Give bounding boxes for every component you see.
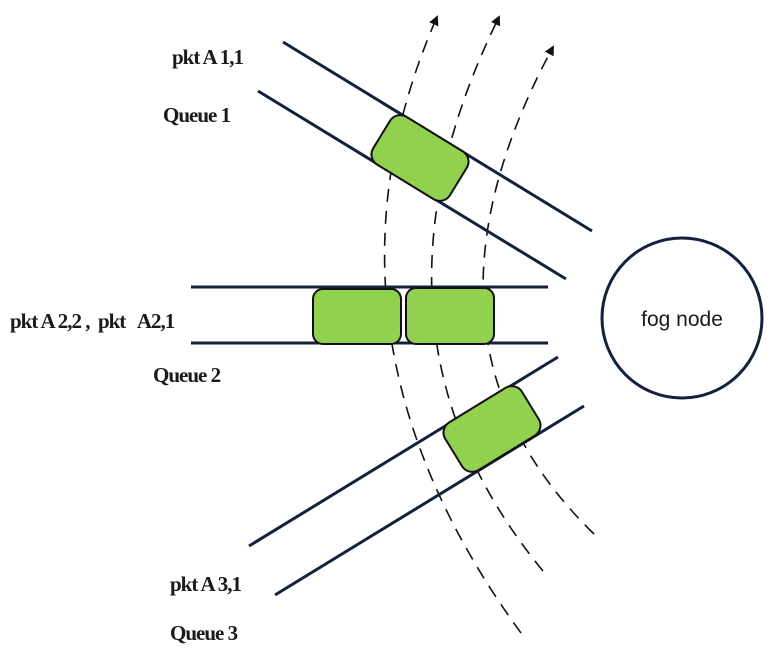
fog-node-label: fog node — [641, 308, 723, 331]
packet-a-3-1 — [442, 385, 542, 473]
flow-arc-inner — [482, 45, 595, 535]
queue-1-label: Queue 1 — [163, 103, 231, 127]
queue-1-packet-label: pkt A 1,1 — [172, 45, 243, 69]
queue-3-packet-label: pkt A 3,1 — [170, 572, 241, 596]
queue-3-label: Queue 3 — [170, 621, 238, 645]
fog-node — [600, 236, 764, 400]
queue-2-label: Queue 2 — [153, 363, 221, 387]
packet-a-1-1 — [370, 114, 470, 202]
queue-2-packet-label: pkt A 2,2 , pkt A2,1 — [10, 309, 175, 333]
packet-a-2-1 — [405, 287, 495, 345]
packet-a-2-2 — [312, 288, 402, 345]
